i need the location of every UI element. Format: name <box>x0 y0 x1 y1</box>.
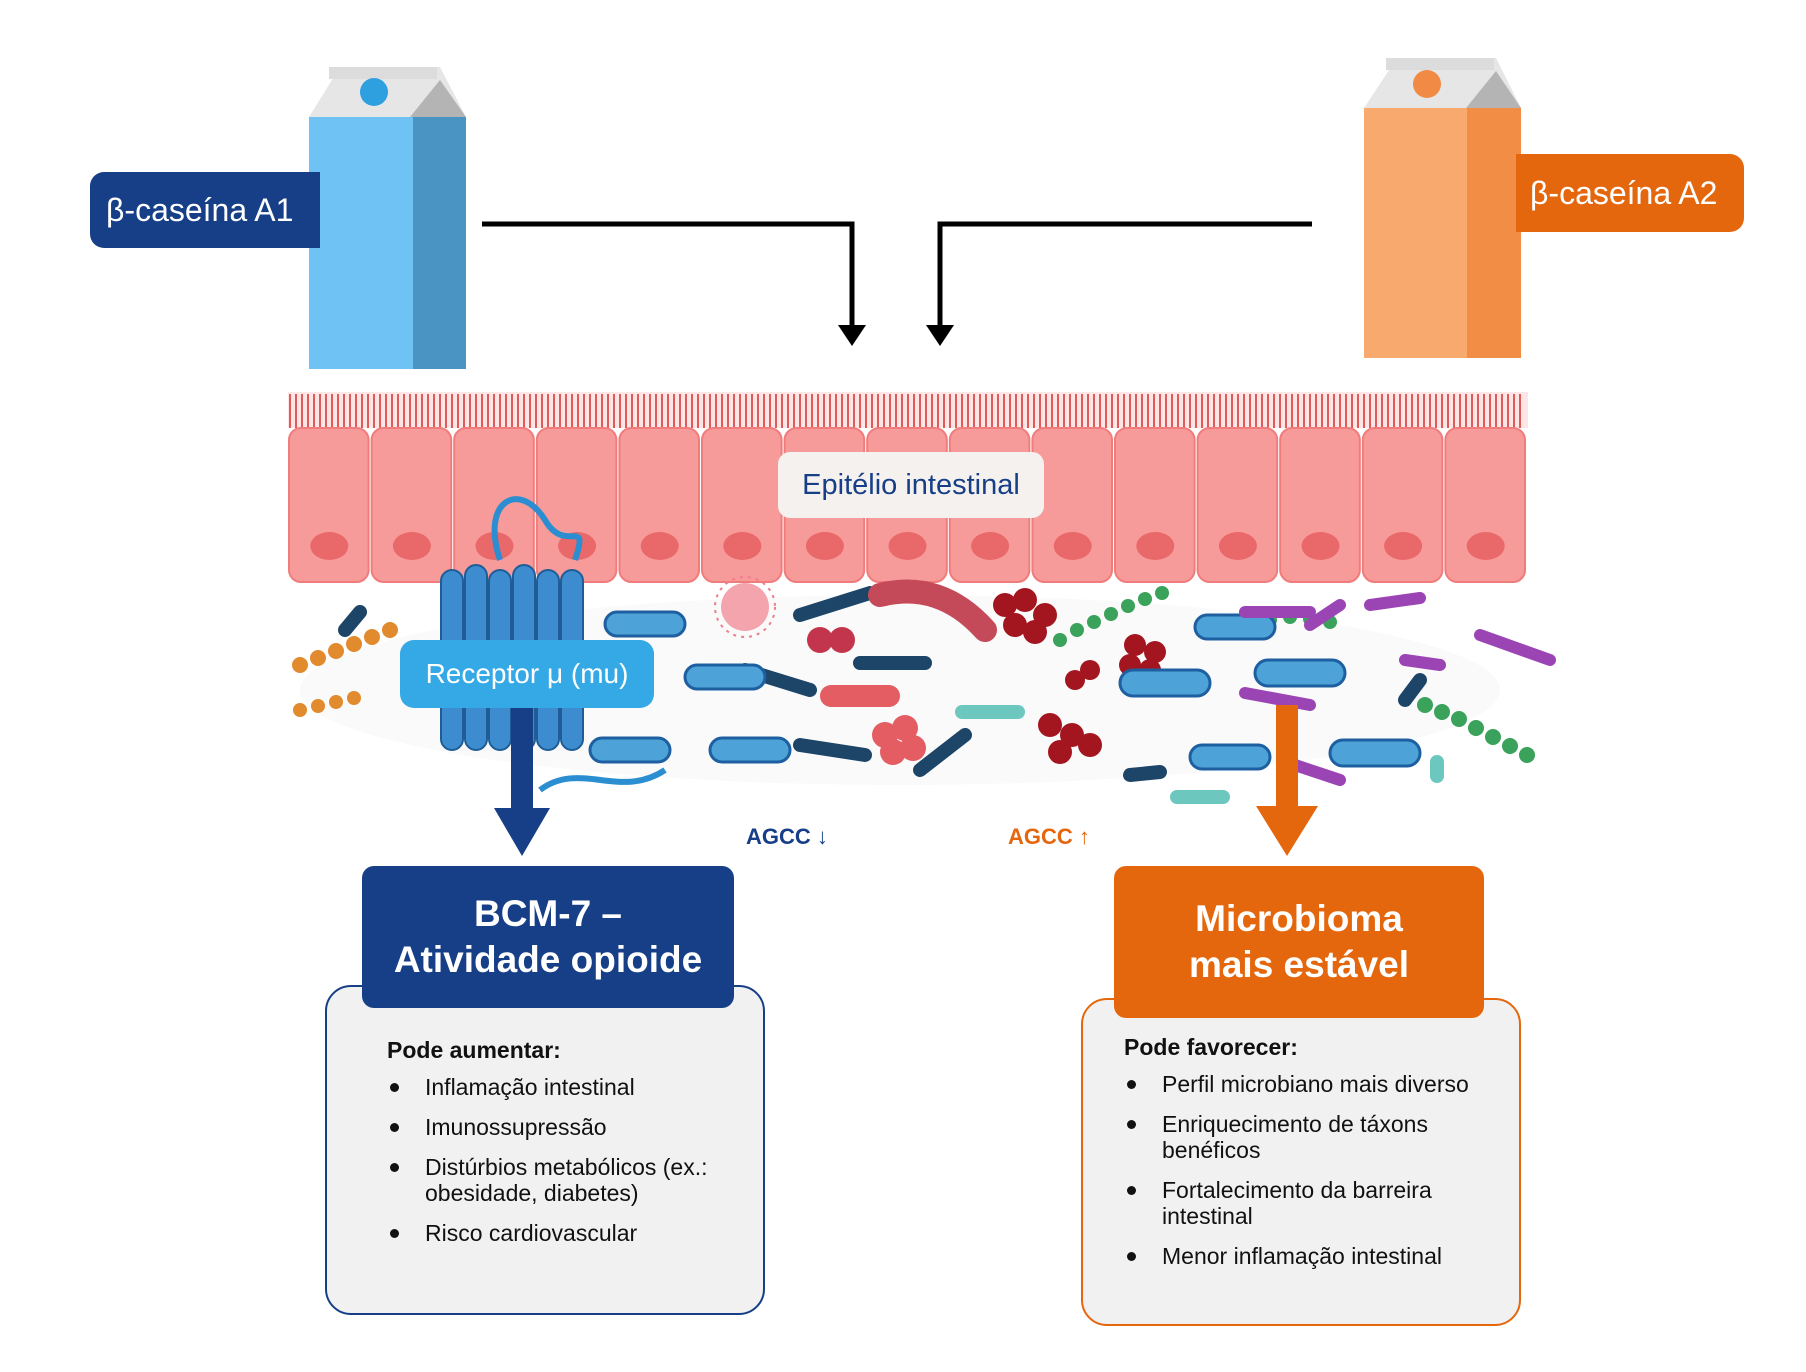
milk-carton-blue-icon <box>309 67 466 369</box>
cell-nucleus <box>1218 532 1257 560</box>
bcm7-panel <box>325 985 765 1315</box>
epithelial-cell <box>370 427 453 583</box>
microbiome-panel-title: Microbioma mais estável <box>1114 866 1484 1018</box>
microbiome-title-line1: Microbioma <box>1195 898 1403 939</box>
agcc-decrease-label: AGCC ↓ <box>746 824 828 849</box>
cell-nucleus <box>1053 532 1092 560</box>
cell-nucleus <box>805 532 844 560</box>
arrow-down-orange <box>1256 705 1318 856</box>
bcm7-title-line2: Atividade opioide <box>393 939 703 980</box>
bcm7-panel-heading: Pode aumentar: <box>387 1037 561 1063</box>
receptor-label: Receptor μ (mu) <box>400 640 654 708</box>
epithelial-cell <box>1444 427 1527 583</box>
list-item: Risco cardiovascular <box>387 1220 727 1246</box>
microbiome-effects-list: Perfil microbiano mais diverso Enriqueci… <box>1124 1071 1494 1269</box>
microbiome-title-line2: mais estável <box>1188 944 1410 985</box>
list-item: Menor inflamação intestinal <box>1124 1243 1494 1269</box>
microbiome-panel-body: Pode favorecer: Perfil microbiano mais d… <box>1124 1034 1494 1283</box>
a1-label-text: β-caseína A1 <box>106 191 294 228</box>
milk-carton-orange-icon <box>1364 58 1521 358</box>
convergence-arrows <box>482 221 1312 346</box>
cell-nucleus <box>640 532 679 560</box>
bcm7-effects-list: Inflamação intestinal Imunossupressão Di… <box>387 1074 727 1246</box>
cell-nucleus <box>1301 532 1340 560</box>
cell-nucleus <box>310 532 349 560</box>
list-item: Fortalecimento da barreira intestinal <box>1124 1177 1494 1229</box>
epithelial-cell <box>288 427 370 583</box>
epithelium-label: Epitélio intestinal <box>778 452 1044 518</box>
bcm7-panel-body: Pode aumentar: Inflamação intestinal Imu… <box>387 1037 727 1260</box>
agcc-increase-label: AGCC ↑ <box>1008 824 1090 849</box>
epithelial-cell <box>1114 427 1196 583</box>
bcm7-title-line1: BCM-7 – <box>473 893 623 934</box>
list-item: Distúrbios metabólicos (ex.: obesidade, … <box>387 1154 727 1206</box>
receptor-label-text: Receptor μ (mu) <box>425 658 629 689</box>
cell-nucleus <box>1466 532 1505 560</box>
epithelial-cell <box>1279 427 1361 583</box>
epithelial-cell <box>1196 427 1279 583</box>
intestinal-epithelium-illustration <box>288 392 1528 583</box>
cell-nucleus <box>971 532 1010 560</box>
a2-label: β-caseína A2 <box>1516 154 1744 232</box>
a2-label-text: β-caseína A2 <box>1530 174 1718 211</box>
a1-label: β-caseína A1 <box>90 172 320 248</box>
list-item: Inflamação intestinal <box>387 1074 727 1100</box>
list-item: Enriquecimento de táxons benéficos <box>1124 1111 1494 1163</box>
cell-nucleus <box>723 532 762 560</box>
microbiome-panel-heading: Pode favorecer: <box>1124 1034 1298 1060</box>
epithelial-cell <box>1361 427 1444 583</box>
microbiome-panel <box>1081 998 1521 1326</box>
cell-nucleus <box>888 532 927 560</box>
epithelium-label-text: Epitélio intestinal <box>802 468 1020 501</box>
list-item: Perfil microbiano mais diverso <box>1124 1071 1494 1097</box>
bcm7-panel-title: BCM-7 – Atividade opioide <box>362 866 734 1008</box>
cell-nucleus <box>1384 532 1423 560</box>
epithelial-cell <box>618 427 701 583</box>
cell-nucleus <box>392 532 431 560</box>
arrow-down-blue <box>494 700 550 856</box>
list-item: Imunossupressão <box>387 1114 727 1140</box>
cell-nucleus <box>1136 532 1175 560</box>
